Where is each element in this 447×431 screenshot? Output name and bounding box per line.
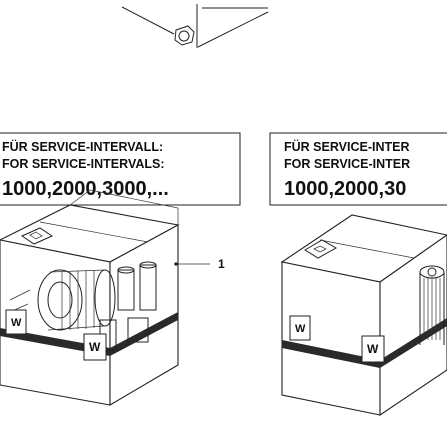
wirtgen-logo-top-left bbox=[20, 227, 54, 245]
left-service-kit-box: W W 1 bbox=[0, 189, 225, 406]
wirtgen-logo-front-right: W bbox=[289, 315, 311, 341]
right-filter-cartridge bbox=[419, 265, 445, 345]
right-label-intervals: 1000,2000,30 bbox=[284, 178, 406, 200]
callout-1: 1 bbox=[174, 257, 225, 271]
right-label-line-english: FOR SERVICE-INTER bbox=[284, 157, 410, 171]
right-service-label: FÜR SERVICE-INTER FOR SERVICE-INTER 1000… bbox=[269, 132, 447, 206]
left-label-line-english: FOR SERVICE-INTERVALS: bbox=[2, 157, 165, 171]
wirtgen-logo-front-left: W bbox=[5, 309, 27, 335]
top-fitting-drawing bbox=[121, 4, 269, 48]
filter-cartridges bbox=[9, 261, 157, 351]
wirtgen-logo-side-right: W bbox=[361, 335, 385, 363]
left-label-line-german: FÜR SERVICE-INTERVALL: bbox=[2, 139, 163, 154]
logo-mark-w-3: W bbox=[295, 323, 306, 335]
logo-mark-w-4: W bbox=[367, 342, 379, 356]
wirtgen-logo-side-left: W bbox=[83, 333, 107, 361]
right-label-line-german: FÜR SERVICE-INTER bbox=[284, 139, 409, 154]
logo-mark-w: W bbox=[11, 317, 22, 329]
right-service-kit-box: W W bbox=[280, 214, 447, 417]
left-label-intervals: 1000,2000,3000,... bbox=[2, 178, 169, 200]
wirtgen-logo-top-right bbox=[304, 239, 338, 259]
callout-1-number: 1 bbox=[218, 257, 225, 271]
left-service-label: FÜR SERVICE-INTERVALL: FOR SERVICE-INTER… bbox=[0, 132, 241, 206]
logo-mark-w-2: W bbox=[89, 340, 101, 354]
